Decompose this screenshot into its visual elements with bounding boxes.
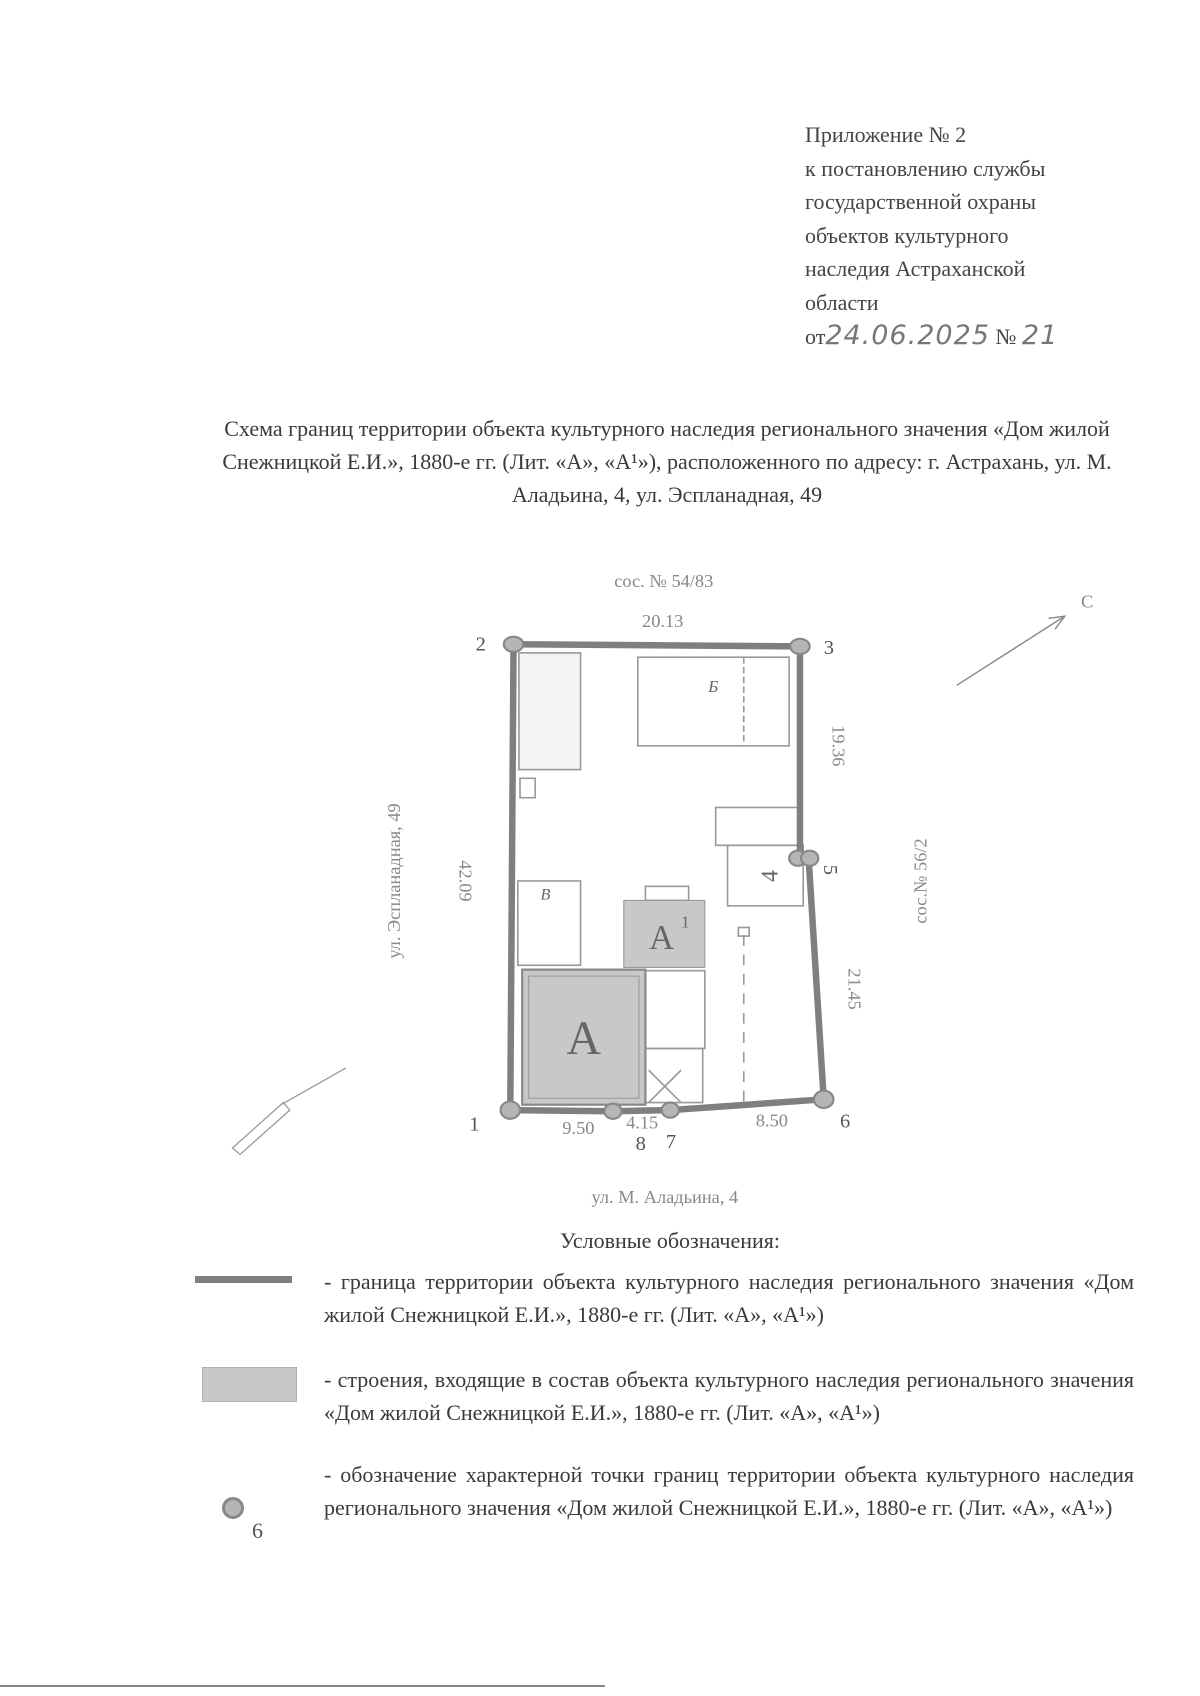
street-bottom-label: ул. М. Аладьина, 4	[592, 1187, 739, 1207]
direction-arrow-icon	[231, 1067, 347, 1156]
label-b: Б	[707, 677, 718, 696]
legend-item-buildings: - строения, входящие в состав объекта ку…	[324, 1367, 1134, 1425]
point-5-marker	[799, 849, 820, 867]
heritage-building-a-inner	[528, 975, 640, 1099]
distance-1-2: 42.09	[455, 860, 475, 901]
label-a1: А	[649, 919, 674, 957]
point-label-3: 3	[824, 637, 834, 659]
neighbor-top-label: сос. № 54/83	[614, 571, 713, 591]
point-6-marker	[812, 1089, 835, 1110]
appendix-header: Приложение № 2 к постановлению службы го…	[805, 118, 1058, 354]
legend-point-marker-icon	[222, 1497, 244, 1519]
point-label-8: 8	[636, 1133, 646, 1155]
label-a1-sup: 1	[681, 912, 690, 931]
small-structure	[519, 777, 536, 799]
heritage-building-a1	[623, 899, 706, 968]
number-prefix: №	[995, 324, 1017, 349]
point-2-marker	[502, 635, 525, 653]
legend-building-swatch	[202, 1367, 297, 1402]
distance-3-5: 19.36	[828, 725, 848, 766]
street-labels: сос. № 54/83 ул. Эспланадная, 49 сос.№ 5…	[384, 571, 930, 1207]
legend-title: Условные обозначения:	[559, 1228, 781, 1253]
legend-item-points: - обозначение характерной точки границ т…	[324, 1462, 1134, 1520]
legend-point-number: 6	[252, 1518, 263, 1543]
stair-cross	[648, 1069, 682, 1104]
handwritten-date: 24.06.2025	[825, 320, 990, 351]
building-v	[517, 880, 582, 967]
header-line: Приложение № 2	[805, 122, 967, 147]
distance-2-3: 20.13	[642, 611, 683, 631]
distance-labels: 20.13 19.36 42.09 21.45 9.50 4.15 8.50	[455, 611, 864, 1138]
header-line: области	[805, 289, 879, 315]
label-v: В	[541, 885, 551, 903]
point-label-1: 1	[469, 1114, 479, 1136]
street-left-label: ул. Эспланадная, 49	[384, 803, 404, 958]
point-label-2: 2	[476, 634, 486, 656]
point-label-7: 7	[666, 1131, 676, 1153]
handwritten-number: 21	[1021, 320, 1059, 351]
header-date-line: от24.06.2025 № 21	[805, 319, 1058, 354]
building-4	[726, 844, 805, 907]
label-a: А	[567, 1013, 601, 1065]
point-8-marker	[603, 1102, 623, 1120]
north-label: С	[1081, 591, 1093, 611]
header-line: наследия Астраханской	[805, 256, 1026, 281]
legend-item-boundary: - граница территории объекта культурного…	[324, 1269, 1134, 1327]
date-prefix: от	[805, 324, 826, 349]
boundary-points	[499, 635, 835, 1120]
point-label-5: 5	[819, 865, 841, 875]
neighbor-right-label: сос.№ 56/2	[910, 838, 930, 923]
building-b	[637, 656, 790, 747]
buildings	[517, 652, 805, 1105]
header-line: государственной охраны	[805, 189, 1037, 214]
legend-boundary-swatch	[195, 1276, 292, 1283]
header-line: объектов культурного	[805, 222, 1009, 248]
point-3-marker	[789, 637, 811, 656]
porch	[644, 885, 690, 902]
distance-7-8: 4.15	[626, 1113, 658, 1133]
outbuilding	[518, 652, 582, 771]
point-7-marker	[660, 1101, 680, 1119]
point-labels: 1 2 3 5 6 7 8	[469, 634, 850, 1155]
distance-8-1: 9.50	[562, 1118, 594, 1138]
label-4: 4	[757, 870, 783, 882]
header-line: к постановлению службы	[805, 155, 1046, 181]
point-1-marker	[499, 1100, 522, 1120]
small-structure	[737, 926, 750, 937]
outbuilding	[644, 969, 706, 1050]
distance-5-6: 21.45	[845, 968, 865, 1009]
document-title: Схема границ территории объекта культурн…	[222, 416, 1112, 507]
outbuilding	[714, 806, 801, 847]
distance-6-7: 8.50	[756, 1110, 788, 1130]
page-edge-line	[0, 1685, 605, 1687]
point-label-6: 6	[840, 1110, 850, 1132]
north-arrow-icon	[956, 615, 1067, 686]
heritage-building-a	[521, 968, 647, 1106]
